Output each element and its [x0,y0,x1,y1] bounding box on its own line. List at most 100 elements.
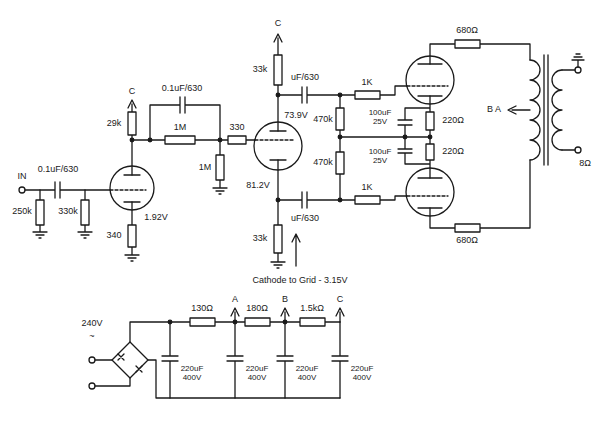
component-value: 680Ω [455,236,479,246]
junction-dot [428,135,432,139]
supply-node: C [128,87,137,97]
junction-dot [403,135,407,139]
tube-grid [110,189,146,190]
output-terminal [575,67,581,73]
cathode-wire [398,137,430,178]
component-value: 130Ω [190,304,214,314]
capacitor-symbol [332,322,348,398]
component-value: 220uF 400V [345,365,379,383]
resistor-symbol [128,225,136,247]
voltage-reading: 73.9V [283,111,309,121]
tube-electrodes [418,64,442,96]
tube-grid [255,139,294,140]
component-value: 29k [106,119,123,129]
shunt-wire [213,140,227,194]
capacitor-symbol [227,322,243,398]
bias-wire [340,95,430,200]
note: Cathode to Grid - 3.15V [251,276,348,286]
rectifier-wire [95,360,340,398]
resistor-symbol [165,136,195,144]
component-value: 33k [252,65,269,75]
component-value: 0.1uF/630 [37,165,80,175]
junction-dot [276,198,280,202]
diode-marks [118,354,142,372]
plate-wire [128,100,136,175]
pot-wire [33,190,47,238]
mains-symbol: ~ [88,332,95,342]
resistor-symbol [190,318,215,326]
output-terminal [575,147,581,153]
component-value: 340 [105,231,122,241]
component-value: 680Ω [455,26,479,36]
resistor-symbol [336,152,344,174]
cathode-wire [125,202,139,261]
capacitor-symbol [162,322,178,398]
tube-grid [407,195,448,196]
resistor-symbol [426,112,434,130]
component-value: 33k [252,234,269,244]
component-value: 0.1uF/630 [161,84,204,94]
signal-name: IN [17,172,28,182]
component-value: 1K [360,183,373,193]
resistor-symbol [455,224,480,232]
junction-dot [168,320,172,324]
junction-dot [283,320,287,324]
resistor-symbol [81,200,89,225]
component-value: 470k [312,115,334,125]
resistor-symbol [216,155,224,180]
component-value: 1.5kΩ [299,304,325,314]
tube-grid [407,85,448,86]
cathode-wire [398,96,430,137]
component-value: 1M [173,123,188,133]
resistor-symbol [355,91,380,99]
resistor-symbol [355,196,380,204]
mains-terminal [89,357,95,363]
resistor-symbol [336,108,344,130]
component-value: 470k [312,158,334,168]
plate-wire [430,160,530,228]
junction-dot [338,198,342,202]
supply-node: B [281,295,289,305]
resistor-symbol [455,40,480,48]
junction-dot [276,93,280,97]
mains-voltage: 240V [80,319,103,329]
resistor-symbol [245,318,270,326]
tube-electrodes [124,175,140,202]
junction-dot [130,138,134,142]
junction-dot [338,93,342,97]
tube-electrodes [418,178,442,208]
component-value: 1M [198,163,213,173]
component-value: 220uF 400V [175,365,209,383]
grid-leak-wire [78,190,92,238]
component-value: 220Ω [441,147,465,157]
junction-dot [148,138,152,142]
component-value: 330 [228,123,245,133]
supply-node: B A [486,105,502,115]
resistor-symbol [36,200,44,225]
component-value: 250k [11,207,33,217]
supply-node: C [274,19,283,29]
component-value: 180Ω [245,304,269,314]
transformer-secondary [552,70,562,150]
supply-node: C [336,295,345,305]
capacitor-symbol [277,322,293,398]
resistor-symbol [228,136,246,144]
component-value: 330k [57,207,79,217]
resistor-symbol [274,55,282,85]
component-value: 1K [360,78,373,88]
component-value: 100uF 25V [364,109,396,127]
junction-dot [233,320,237,324]
component-value: uF/630 [290,73,320,83]
tube-electrodes [270,131,286,160]
junction-dot [338,135,342,139]
voltage-reading: 81.2V [245,181,271,191]
component-value: 220Ω [441,116,465,126]
cathode-wire [271,160,285,268]
output-wire [562,54,584,150]
coupling-wire [278,86,407,103]
supply-node: A [231,295,239,305]
center-tap [508,106,530,114]
voltage-reading: 1.92V [143,213,169,223]
resistor-symbol [426,144,434,160]
